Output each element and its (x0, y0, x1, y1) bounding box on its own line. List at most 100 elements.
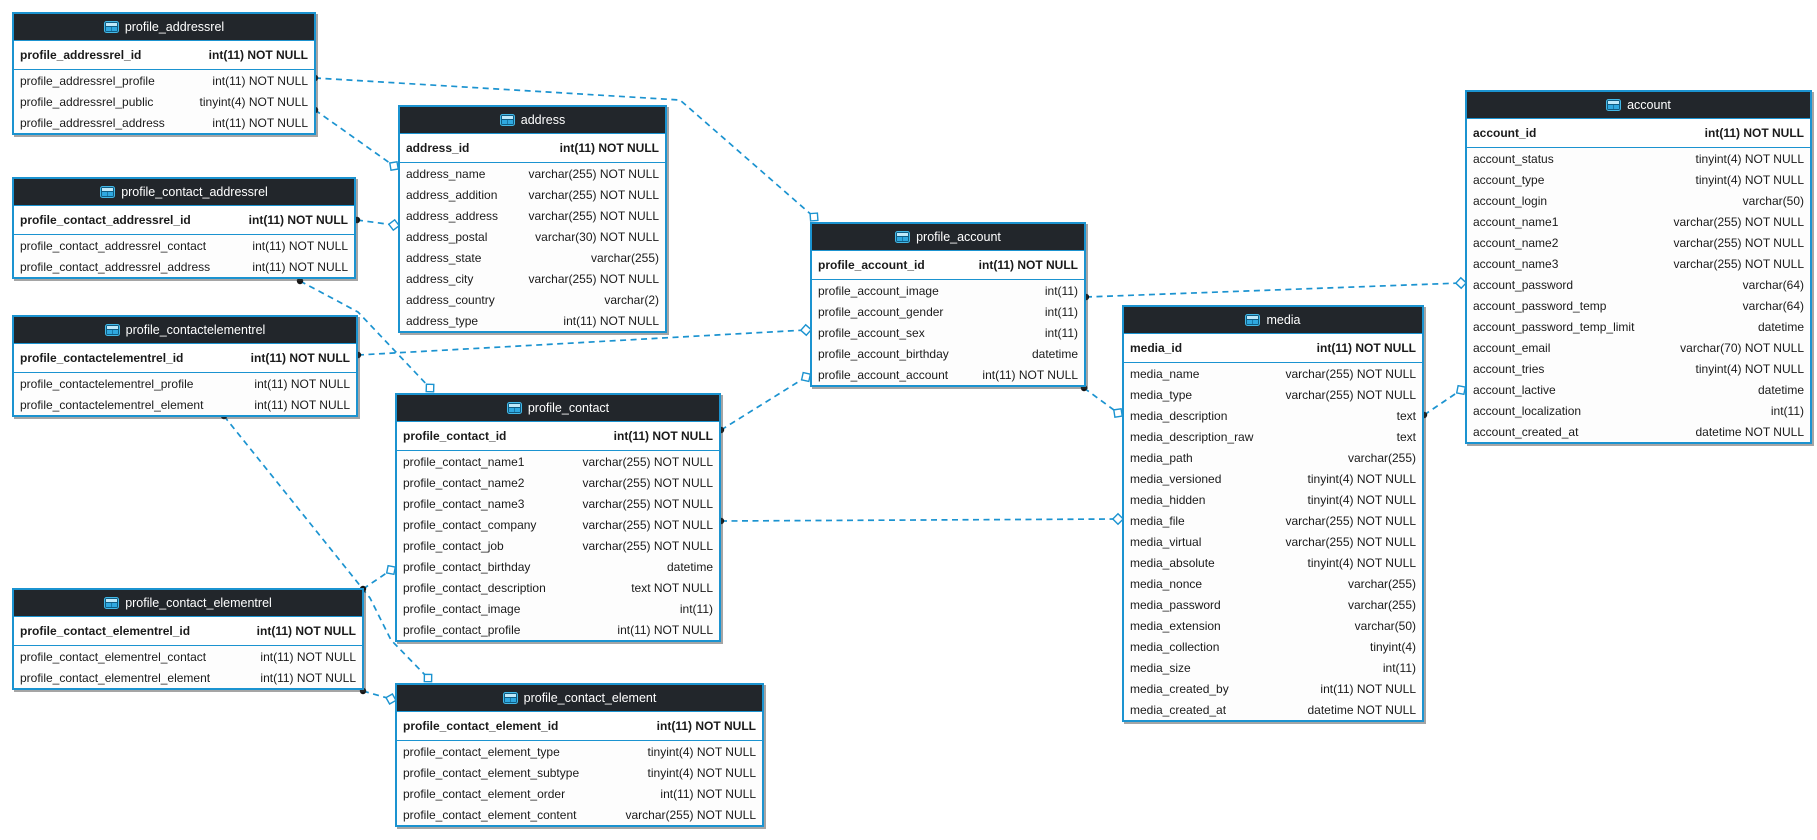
relationship-media-to-account[interactable] (1423, 389, 1462, 416)
table-header[interactable]: profile_addressrel (14, 14, 314, 41)
table-header[interactable]: account (1467, 92, 1810, 119)
table-header[interactable]: profile_contact_addressrel (14, 179, 354, 206)
relationship-profile_contact_addressrel-to-profile_contact[interactable] (299, 280, 431, 389)
table-header[interactable]: profile_contact (397, 395, 719, 422)
relationship-profile_account-to-media[interactable] (1083, 387, 1119, 414)
table-header[interactable]: profile_contact_elementrel (14, 590, 362, 617)
table-header[interactable]: profile_contact_element (397, 685, 762, 712)
relationship-profile_contactelementrel-to-profile_contact_element[interactable] (223, 415, 429, 679)
relationship-profile_account-to-account[interactable] (1085, 282, 1462, 298)
table-header[interactable]: address (400, 107, 665, 134)
table-header[interactable]: profile_contactelementrel (14, 317, 356, 344)
table-header[interactable]: media (1124, 307, 1422, 334)
relationship-profile_contactelementrel-to-profile_account[interactable] (357, 329, 807, 356)
table-header[interactable]: profile_account (812, 224, 1084, 251)
relationship-profile_addressrel-to-profile_account[interactable] (314, 77, 815, 218)
relationship-profile_contact-to-profile_account[interactable] (720, 376, 807, 431)
relationship-profile_addressrel-to-address[interactable] (314, 109, 395, 167)
relationship-profile_contact-to-media[interactable] (720, 518, 1119, 522)
